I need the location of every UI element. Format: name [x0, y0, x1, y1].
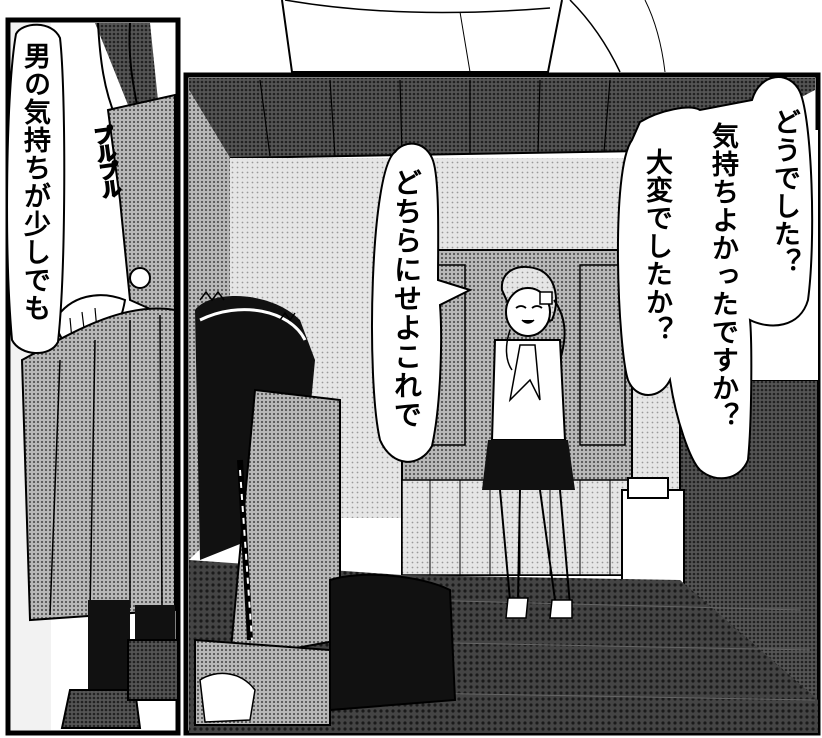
crouching-girl — [194, 290, 457, 726]
left-bubble-text: 男の気持ちが少しでも — [19, 42, 50, 322]
background-girl — [482, 265, 575, 619]
right-bubble-line-1: どうでした？ — [769, 108, 800, 276]
center-bubble-text: どちらにせよこれで — [390, 168, 423, 429]
left-panel — [5, 17, 181, 736]
right-speech-bubble — [617, 76, 814, 480]
top-strip-art — [281, 0, 666, 73]
right-panel — [183, 72, 821, 736]
center-speech-bubble — [371, 142, 473, 463]
right-bubble-line-2: 気持ちよかったですか？ — [707, 122, 738, 430]
left-speech-bubble — [6, 23, 66, 355]
right-bubble-line-3: 大変でしたか？ — [641, 148, 672, 344]
